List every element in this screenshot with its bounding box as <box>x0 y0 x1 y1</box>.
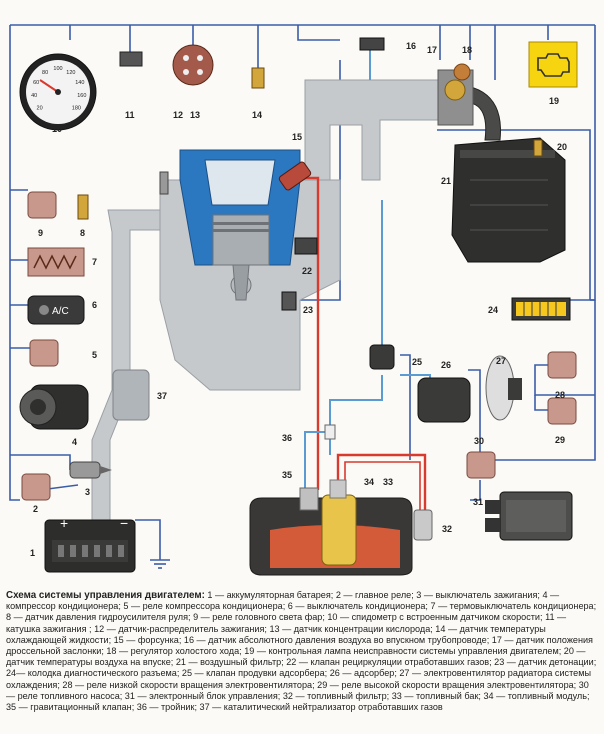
label-12: 12 <box>173 110 183 120</box>
label-16: 16 <box>406 41 416 51</box>
label-18: 18 <box>462 45 472 55</box>
fuel-tank <box>249 479 413 576</box>
knock-sensor <box>281 291 297 311</box>
wiring-harness <box>9 24 596 560</box>
fuel-pump-relay <box>466 451 496 479</box>
label-1: 1 <box>30 548 35 558</box>
ground-icon <box>150 559 170 569</box>
throttle-body <box>437 63 474 126</box>
ac-compressor <box>19 384 89 430</box>
ac-switch[interactable]: A/C <box>27 295 85 325</box>
coolant-temp-sensor <box>251 67 265 89</box>
speedometer-tick-label: 20 <box>37 105 43 111</box>
caption-text: 1 — аккумуляторная батарея; 2 — главное … <box>6 590 597 713</box>
adsorber <box>417 377 471 423</box>
ignition-coil <box>119 51 143 67</box>
label-9: 9 <box>38 228 43 238</box>
label-28: 28 <box>555 390 565 400</box>
tee-fitting <box>324 424 336 440</box>
injector <box>278 161 312 191</box>
label-14: 14 <box>252 110 262 120</box>
label-29: 29 <box>555 435 565 445</box>
label-2: 2 <box>33 504 38 514</box>
label-30: 30 <box>474 436 484 446</box>
label-33: 33 <box>383 477 393 487</box>
fuel-lines <box>304 45 431 520</box>
label-25: 25 <box>412 357 422 367</box>
speedometer-tick-label: 120 <box>66 70 75 76</box>
fuel-filter <box>413 509 433 541</box>
egr-valve <box>294 237 318 255</box>
speedometer-tick-label: 180 <box>72 105 81 111</box>
high-speed-fan-relay <box>547 397 577 425</box>
check-engine-lamp <box>528 41 578 88</box>
label-32: 32 <box>442 524 452 534</box>
speedometer-tick-label: 60 <box>33 80 39 86</box>
distributor <box>172 44 214 86</box>
label-24: 24 <box>488 305 498 315</box>
ac-thermoswitch <box>27 247 85 277</box>
label-27: 27 <box>496 356 506 366</box>
radiator-fan <box>485 355 522 421</box>
label-4: 4 <box>72 437 77 447</box>
purge-valve <box>369 344 395 370</box>
label-26: 26 <box>441 360 451 370</box>
speedometer-tick-label: 140 <box>75 80 84 86</box>
label-36: 36 <box>282 433 292 443</box>
ac-switch-label: A/C <box>52 306 69 317</box>
label-17: 17 <box>427 45 437 55</box>
air-temp-sensor <box>533 139 543 157</box>
label-22: 22 <box>302 266 312 276</box>
label-6: 6 <box>92 300 97 310</box>
diagnostic-connector <box>511 297 571 321</box>
ignition-switch <box>69 461 112 479</box>
label-35: 35 <box>282 470 292 480</box>
label-15: 15 <box>292 132 302 142</box>
label-37: 37 <box>157 391 167 401</box>
label-31: 31 <box>473 497 483 507</box>
label-13: 13 <box>190 110 200 120</box>
map-sensor <box>359 37 385 51</box>
headlight-relay <box>27 191 57 219</box>
label-7: 7 <box>92 257 97 267</box>
speedometer-tick-label: 160 <box>77 93 86 99</box>
part-labels: 1 2 3 4 5 6 7 8 9 10 11 12 13 14 15 16 1… <box>30 41 567 558</box>
main-relay <box>21 473 51 501</box>
speedometer-tick-label: 80 <box>42 70 48 76</box>
svg-text:+: + <box>60 515 68 531</box>
label-34: 34 <box>364 477 374 487</box>
power-steering-sensor <box>77 194 89 220</box>
label-21: 21 <box>441 176 451 186</box>
low-speed-fan-relay <box>547 351 577 379</box>
engine-assembly <box>91 79 441 521</box>
label-23: 23 <box>303 305 313 315</box>
label-11: 11 <box>125 110 135 120</box>
label-19: 19 <box>549 96 559 106</box>
svg-text:−: − <box>120 515 128 531</box>
label-20: 20 <box>557 142 567 152</box>
label-8: 8 <box>80 228 85 238</box>
label-3: 3 <box>85 487 90 497</box>
diagram-caption: Схема системы управления двигателем: 1 —… <box>6 590 600 732</box>
speedometer-tick-label: 100 <box>53 66 62 72</box>
caption-title: Схема системы управления двигателем: <box>6 590 205 601</box>
battery: + − <box>44 515 136 573</box>
label-10: 10 <box>52 124 62 134</box>
ac-compressor-relay <box>29 339 59 367</box>
label-5: 5 <box>92 350 97 360</box>
speedometer-tick-label: 40 <box>31 93 37 99</box>
oxygen-sensor <box>159 171 169 195</box>
ecu <box>485 491 573 541</box>
